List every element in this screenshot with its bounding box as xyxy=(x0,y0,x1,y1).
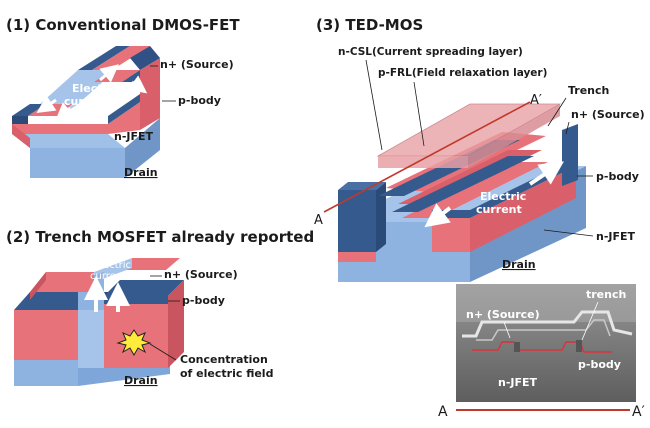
dmos-device xyxy=(12,46,160,178)
current-arrow xyxy=(424,203,452,228)
current-arrow xyxy=(528,161,564,186)
p3-pbody-label: p-body xyxy=(596,170,639,183)
p3-pfrl-label: p-FRL(Field relaxation layer) xyxy=(378,67,547,79)
p1-pbody-label: p-body xyxy=(178,94,221,107)
sem-pbody-label: p-body xyxy=(578,358,621,371)
sem-nplus-label: n+ (Source) xyxy=(466,308,540,321)
p3-drain-label: Drain xyxy=(502,258,536,271)
p1-drain-label: Drain xyxy=(124,166,158,179)
p2-pbody-label: p-body xyxy=(182,294,225,307)
sem-njfet-label: n-JFET xyxy=(498,376,538,389)
current-arrow xyxy=(36,95,57,113)
p2-nplus-label: n+ (Source) xyxy=(164,268,238,281)
sem-a-label: A xyxy=(438,404,448,420)
panel2-title: (2) Trench MOSFET already reported xyxy=(6,228,314,246)
p3-aprime-label: A′ xyxy=(530,93,542,108)
p1-nplus-label: n+ (Source) xyxy=(160,58,234,71)
section-line-aa xyxy=(323,101,531,213)
current-arrow xyxy=(55,102,75,121)
sem-image xyxy=(456,284,636,402)
p3-njfet-label: n-JFET xyxy=(596,230,636,243)
p1-njfet-label: n-JFET xyxy=(114,130,154,143)
sem-trench-label: trench xyxy=(586,288,626,301)
panel3-title: (3) TED-MOS xyxy=(316,16,423,34)
current-arrow xyxy=(127,75,148,94)
field-concentration-burst xyxy=(116,329,152,357)
p3-a-label: A xyxy=(314,213,323,228)
p3-ncsl-label: n-CSL(Current spreading layer) xyxy=(338,46,523,58)
panel1-title: (1) Conventional DMOS-FET xyxy=(6,16,240,34)
sem-aprime-label: A′ xyxy=(632,404,645,420)
p3-nplus-label: n+ (Source) xyxy=(571,108,645,121)
current-arrow xyxy=(99,64,119,83)
p2-drain-label: Drain xyxy=(124,374,158,387)
p3-trench-label: Trench xyxy=(568,84,609,97)
